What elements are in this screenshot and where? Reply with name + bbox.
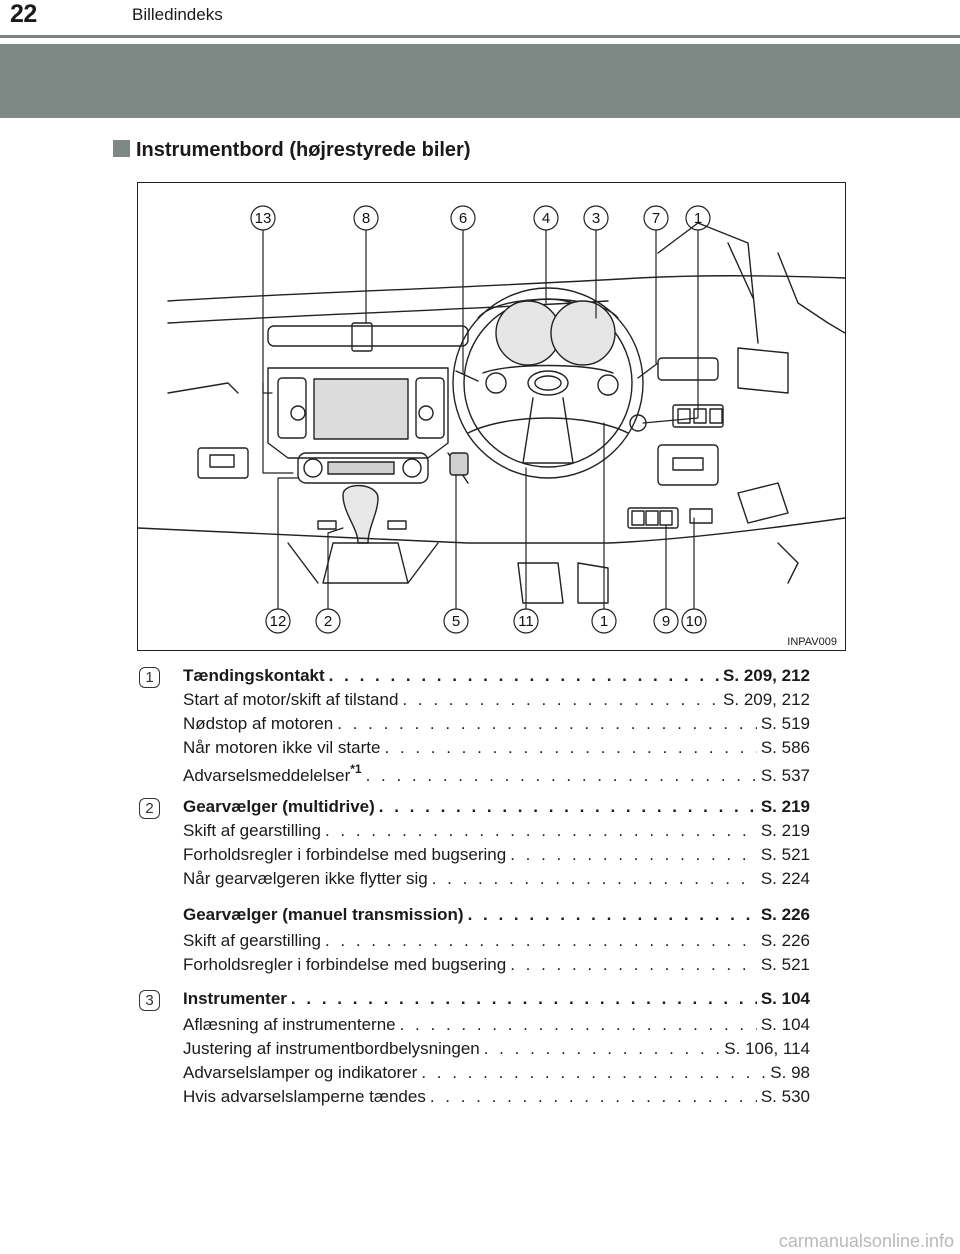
entry-text: Gearvælger (multidrive): [183, 797, 375, 816]
page-reference: S. 586: [760, 738, 810, 757]
entry-line[interactable]: Nødstop af motoren S. 519: [183, 714, 810, 738]
header-title: Billedindeks: [132, 5, 223, 24]
page-reference: S. 98: [770, 1063, 810, 1082]
footnote-marker: *1: [350, 762, 362, 776]
leader-dots: [384, 738, 756, 758]
entry-text: Aflæsning af instrumenterne: [183, 1015, 396, 1034]
leader-dots: [400, 1015, 757, 1035]
page-reference: S. 519: [760, 714, 810, 733]
section-heading: Instrumentbord (højrestyrede biler): [113, 139, 471, 162]
entry-text: Advarselslamper og indikatorer: [183, 1063, 418, 1082]
entry-line[interactable]: Gearvælger (manuel transmission) S. 226: [183, 905, 810, 929]
leader-dots: [337, 714, 757, 734]
entry-text: Start af motor/skift af tilstand: [183, 690, 399, 709]
header-rule: [0, 35, 960, 38]
leader-dots: [366, 766, 757, 786]
callout-7-top: 7: [652, 210, 660, 227]
callout-8-top: 8: [362, 210, 370, 227]
page-reference: S. 219: [760, 821, 810, 840]
leader-dots: [430, 1087, 757, 1107]
entry-text: Skift af gearstilling: [183, 931, 321, 950]
entry-line[interactable]: Justering af instrumentbordbelysningen S.…: [183, 1039, 810, 1063]
page-reference: S. 219: [760, 797, 810, 816]
leader-dots: [379, 797, 757, 817]
entry-text-main: Advarselsmeddelelser: [183, 766, 351, 785]
entry-text: Forholdsregler i forbindelse med bugseri…: [183, 955, 507, 974]
callout-1-top: 1: [694, 210, 702, 227]
page-reference: S. 224: [760, 869, 810, 888]
entry-line[interactable]: Når motoren ikke vil starte S. 586: [183, 738, 810, 762]
page-reference: S. 106, 114: [724, 1039, 810, 1058]
page-reference: S. 209, 212: [723, 690, 810, 709]
entry-line[interactable]: Gearvælger (multidrive) S. 219: [183, 797, 810, 821]
entry-line[interactable]: Tændingskontakt S. 209, 212: [183, 666, 810, 690]
entry-line[interactable]: Forholdsregler i forbindelse med bugseri…: [183, 845, 810, 869]
leader-dots: [432, 869, 757, 889]
leader-dots: [421, 1063, 766, 1083]
entry-number-badge: 1: [139, 667, 160, 688]
header-band: [0, 44, 960, 118]
callout-13-top: 13: [255, 210, 272, 227]
entry-line[interactable]: Aflæsning af instrumenterne S. 104: [183, 1015, 810, 1039]
page-reference: S. 209, 212: [723, 666, 810, 685]
entry-number-badge: 3: [139, 990, 160, 1011]
entry-number-badge: 2: [139, 798, 160, 819]
callout-9-bottom: 9: [662, 613, 670, 630]
entry-text: Instrumenter: [183, 989, 287, 1008]
figure-code: INPAV009: [787, 636, 837, 648]
leader-dots: [329, 666, 719, 686]
leader-dots: [291, 989, 757, 1009]
section-marker-icon: [113, 140, 130, 157]
leader-dots: [325, 821, 757, 841]
entry-text: Når gearvælgeren ikke flytter sig: [183, 869, 428, 888]
leader-dots: [484, 1039, 721, 1059]
leader-dots: [510, 955, 757, 975]
page-reference: S. 530: [760, 1087, 810, 1106]
entry-text: Gearvælger (manuel transmission): [183, 905, 464, 924]
callout-1-bottom: 1: [600, 613, 608, 630]
page-number: 22: [10, 0, 37, 28]
entry-line[interactable]: Forholdsregler i forbindelse med bugseri…: [183, 955, 810, 979]
callout-11-bottom: 11: [518, 613, 534, 630]
callout-2-bottom: 2: [324, 613, 332, 630]
page-reference: S. 226: [760, 931, 810, 950]
entry-text: Når motoren ikke vil starte: [183, 738, 381, 757]
callout-12-bottom: 12: [270, 613, 287, 630]
page-reference: S. 521: [760, 845, 810, 864]
watermark: carmanualsonline.info: [778, 1231, 954, 1251]
entry-text: Nødstop af motoren: [183, 714, 334, 733]
entry-line[interactable]: Start af motor/skift af tilstand S. 209, …: [183, 690, 810, 714]
leader-dots: [325, 931, 757, 951]
page-reference: S. 537: [760, 766, 810, 785]
page-reference: S. 521: [760, 955, 810, 974]
entry-line[interactable]: Skift af gearstilling S. 226: [183, 931, 810, 955]
page-reference: S. 226: [760, 905, 810, 924]
entry-line[interactable]: Hvis advarselslamperne tændes S. 530: [183, 1087, 810, 1111]
entry-text: Forholdsregler i forbindelse med bugseri…: [183, 845, 507, 864]
entry-line[interactable]: Skift af gearstilling S. 219: [183, 821, 810, 845]
section-heading-text: Instrumentbord (højrestyrede biler): [136, 139, 471, 161]
entry-line[interactable]: Advarselslamper og indikatorer S. 98: [183, 1063, 810, 1087]
callout-5-bottom: 5: [452, 613, 460, 630]
entry-text: Hvis advarselslamperne tændes: [183, 1087, 426, 1106]
callout-10-bottom: 10: [686, 613, 703, 630]
entry-text: Skift af gearstilling: [183, 821, 321, 840]
entry-line[interactable]: Advarselsmeddelelser*1 S. 537: [183, 762, 810, 786]
leader-dots: [468, 905, 757, 925]
leader-dots: [402, 690, 719, 710]
entry-text: Justering af instrumentbordbelysningen: [183, 1039, 480, 1058]
dashboard-illustration: 13 8 6 4 3 7 1 12 2 5 11 1 9 10 INPAV009: [137, 182, 846, 651]
entry-line[interactable]: Når gearvælgeren ikke flytter sig S. 224: [183, 869, 810, 893]
callout-4-top: 4: [542, 210, 550, 227]
page-reference: S. 104: [760, 989, 810, 1008]
leader-dots: [510, 845, 757, 865]
callout-6-top: 6: [459, 210, 467, 227]
callout-3-top: 3: [592, 210, 600, 227]
entry-text: Advarselsmeddelelser*1: [183, 762, 362, 786]
entry-text: Tændingskontakt: [183, 666, 325, 685]
page-reference: S. 104: [760, 1015, 810, 1034]
entry-line[interactable]: Instrumenter S. 104: [183, 989, 810, 1013]
